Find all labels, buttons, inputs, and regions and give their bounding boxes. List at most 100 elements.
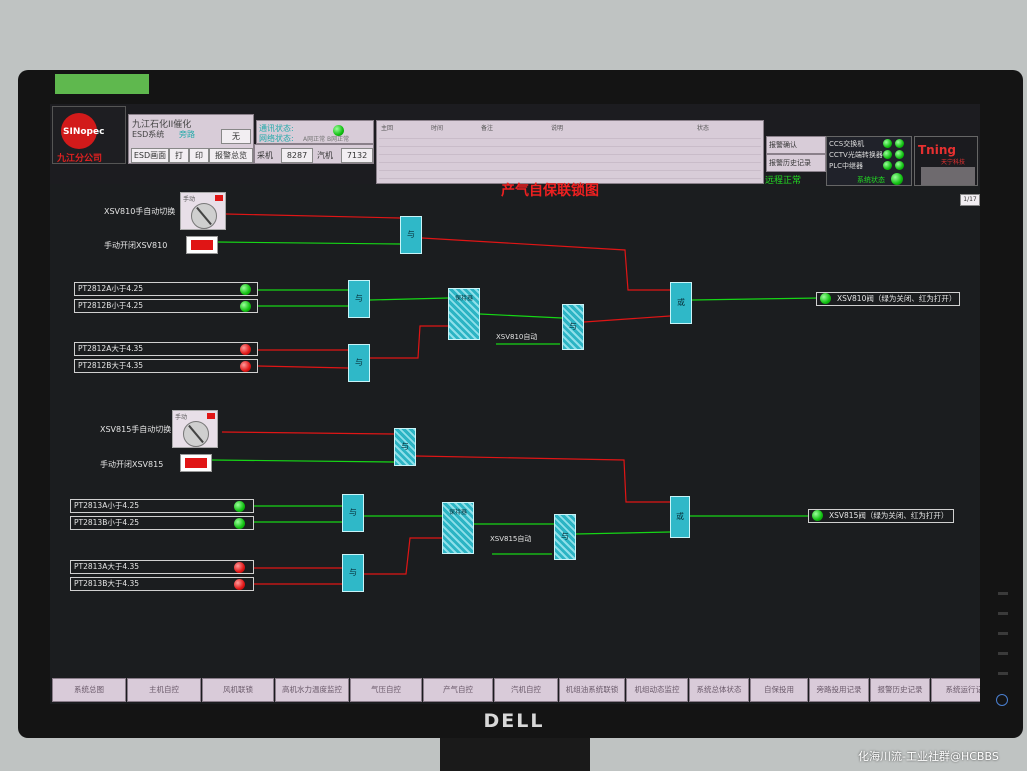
nav-button[interactable]: 旁路投用记录 xyxy=(809,678,869,702)
net-status-value: A网正常 B网正常 xyxy=(303,136,350,143)
xsv810-auto-manual-switch[interactable]: 手动 xyxy=(180,192,226,230)
nav-button[interactable]: 风机联锁 xyxy=(202,678,274,702)
logic-wires xyxy=(211,213,821,585)
nav-button[interactable]: 系统总图 xyxy=(52,678,126,702)
xsv815-manual-label: 手动开闭XSV815 xyxy=(100,460,164,469)
nav-button[interactable]: 报警历史记录 xyxy=(870,678,930,702)
xsv815-manual-button[interactable] xyxy=(180,454,212,472)
company-logo-panel: SINopec 九江分公司 xyxy=(52,106,126,164)
tag-col-header: 状态 xyxy=(697,125,710,132)
input-pt2812b-high: PT2812B大于4.35 xyxy=(74,359,258,373)
valve-status-led-icon xyxy=(812,510,823,521)
print-button-2[interactable]: 印 xyxy=(189,148,209,163)
monitor-side-button[interactable] xyxy=(998,612,1008,615)
alarm-confirm-button[interactable]: 报警确认 xyxy=(766,136,826,154)
monitor-sticker xyxy=(55,74,149,94)
nav-button[interactable]: 系统总体状态 xyxy=(689,678,749,702)
input-pt2812b-low: PT2812B小于4.25 xyxy=(74,299,258,313)
input-pt2813a-low: PT2813A小于4.25 xyxy=(70,499,254,513)
nav-button[interactable]: 高机水力温度监控 xyxy=(275,678,349,702)
monitor-side-button[interactable] xyxy=(998,672,1008,675)
sample-value: 8287 xyxy=(281,148,313,163)
alarm-history-label: 报警历史记录 xyxy=(769,159,811,167)
input-alarm-led-icon xyxy=(240,344,251,355)
gas-value: 7132 xyxy=(341,148,373,163)
alarm-tag-rows xyxy=(379,131,761,181)
input-pt2813b-low: PT2813B小于4.25 xyxy=(70,516,254,530)
valve-status-led-icon xyxy=(820,293,831,304)
nav-button[interactable]: 机组油系统联锁 xyxy=(559,678,625,702)
system-value: 无 xyxy=(221,129,251,144)
brand-subtitle: 天宁科技 xyxy=(941,159,966,166)
latch-block: 保持器 xyxy=(448,288,480,340)
input-pt2812a-low: PT2812A小于4.25 xyxy=(74,282,258,296)
network-device-panel: CCS交换机 CCTV光端转换器 PLC中继器 远程正常 系统状态 xyxy=(765,136,912,186)
comm-status-label: 通讯状态: xyxy=(259,124,294,133)
input-pt2813a-high: PT2813A大于4.35 xyxy=(70,560,254,574)
and-gate: 与 xyxy=(400,216,422,254)
monitor-side-button[interactable] xyxy=(998,652,1008,655)
nav-button[interactable]: 自保投用 xyxy=(750,678,808,702)
nav-button[interactable]: 主机自控 xyxy=(127,678,201,702)
xsv810-valve-output: XSV810阀（绿为关闭、红为打开） xyxy=(816,292,960,306)
input-alarm-led-icon xyxy=(234,562,245,573)
brand-logo-text: Tning xyxy=(918,143,956,157)
watermark-text: 化海川流-工业社群@HCBBS xyxy=(858,750,999,763)
and-gate: 与 xyxy=(348,344,370,382)
alarm-confirm-label: 报警确认 xyxy=(769,141,797,149)
system-label: ESD系统 xyxy=(132,130,165,139)
ccs-label: CCS交换机 xyxy=(829,140,865,148)
xsv815-auto-manual-switch[interactable]: 手动 xyxy=(172,410,218,448)
and-gate: 与 xyxy=(394,428,416,466)
brand-panel: Tning 天宁科技 xyxy=(914,136,978,186)
page-title: 产气自保联锁图 xyxy=(501,183,599,199)
plc-led-icon xyxy=(883,161,892,170)
comm-status-led-icon xyxy=(333,125,344,136)
print-button[interactable]: 打 xyxy=(169,148,189,163)
input-alarm-led-icon xyxy=(234,579,245,590)
alarm-history-button[interactable]: 报警历史记录 xyxy=(766,154,826,172)
xsv815-switch-label: XSV815手自动切换 xyxy=(100,425,172,434)
alarm-tag-table: 主回 时间 备注 说明 状态 xyxy=(376,120,764,184)
page-index-button[interactable]: 1/17 xyxy=(960,194,980,206)
nav-button[interactable]: 产气自控 xyxy=(423,678,493,702)
alarm-overview-button[interactable]: 报警总览 xyxy=(209,148,253,163)
power-icon[interactable] xyxy=(996,694,1008,706)
switch-indicator-icon xyxy=(215,195,223,201)
nav-button[interactable]: 汽机自控 xyxy=(494,678,558,702)
xsv810-manual-button[interactable] xyxy=(186,236,218,254)
input-pt2813b-high: PT2813B大于4.35 xyxy=(70,577,254,591)
nav-button[interactable]: 系统运行记录 xyxy=(931,678,980,702)
monitor-side-button[interactable] xyxy=(998,592,1008,595)
input-status-led-icon xyxy=(234,518,245,529)
or-gate: 或 xyxy=(670,282,692,324)
or-gate: 或 xyxy=(670,496,690,538)
plc-label: PLC中继器 xyxy=(829,162,864,170)
company-logo-text: SINopec xyxy=(63,127,105,137)
nav-button[interactable]: 气压自控 xyxy=(350,678,422,702)
esd-screen-button[interactable]: ESD画面 xyxy=(131,148,169,163)
system-status-led-icon xyxy=(891,173,903,185)
input-status-led-icon xyxy=(240,301,251,312)
plc-led-icon xyxy=(895,161,904,170)
sinopec-logo-icon xyxy=(61,113,97,149)
system-state: 旁路 xyxy=(179,130,195,139)
monitor-brand-logo: DELL xyxy=(483,710,545,732)
monitor-side-button[interactable] xyxy=(998,632,1008,635)
sample-label: 采机 xyxy=(257,151,273,160)
input-status-led-icon xyxy=(240,284,251,295)
xsv815-valve-output: XSV815阀（绿为关闭、红为打开） xyxy=(808,509,954,523)
tag-col-header: 时间 xyxy=(431,125,444,132)
switch-tag: 手动 xyxy=(183,196,196,203)
xsv810-auto-label: XSV810自动 xyxy=(496,333,538,341)
tag-col-header: 备注 xyxy=(481,125,494,132)
brand-screen-thumbnail xyxy=(921,167,975,185)
system-status-label: 系统状态 xyxy=(857,176,885,184)
selector-knob-icon xyxy=(183,421,209,447)
xsv815-auto-label: XSV815自动 xyxy=(490,535,532,543)
company-name: 九江分公司 xyxy=(57,154,103,164)
and-gate: 与 xyxy=(562,304,584,350)
and-gate: 与 xyxy=(348,280,370,318)
nav-button[interactable]: 机组动态监控 xyxy=(626,678,688,702)
net-status-label: 网络状态: xyxy=(259,134,294,143)
